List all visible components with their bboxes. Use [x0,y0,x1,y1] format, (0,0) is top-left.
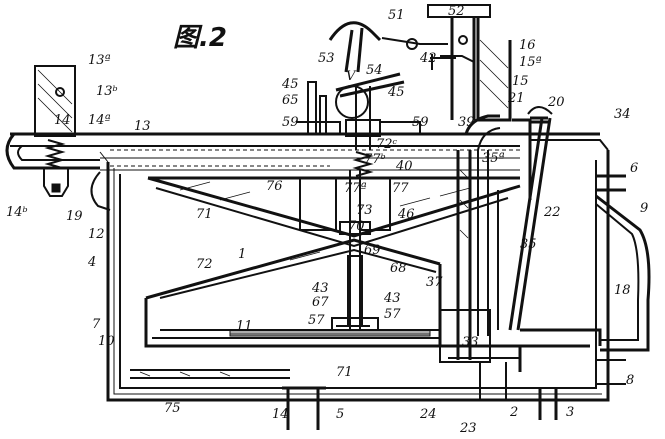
label-9: 9 [640,201,648,216]
label-39: 39 [458,115,475,130]
label-24: 24 [419,407,437,422]
label-14: 14 [54,113,71,128]
label-7: 7 [92,317,101,332]
lower-cone [144,238,441,320]
label-42: 42 [419,51,437,66]
label-54: 54 [366,63,383,78]
label-14a: 14ª [88,113,111,128]
label-43-left: 43 [311,281,329,296]
label-73: 73 [356,203,373,218]
label-1: 1 [238,247,246,262]
label-43-right: 43 [383,291,401,306]
label-14-bottom: 14 [272,407,289,422]
label-14b: 14ᵇ [6,205,28,220]
label-4: 4 [87,255,96,270]
label-37: 37 [426,275,443,290]
left-plate-posts [296,81,421,135]
label-65: 65 [282,93,299,108]
label-35: 35 [520,237,537,252]
right-side-pipes [520,174,651,420]
label-6: 6 [630,161,638,176]
label-76: 76 [266,179,283,194]
label-72c: 72ᶜ [376,137,398,152]
label-15: 15 [512,74,529,89]
label-3: 3 [566,405,574,420]
label-45-left: 45 [281,77,299,92]
figure-title: 图.2 [173,23,227,53]
label-77b: 77ᵇ [364,152,386,167]
label-46: 46 [397,207,415,222]
label-15a: 15ª [519,55,542,70]
label-67: 67 [312,295,329,310]
label-8: 8 [626,373,634,388]
reference-labels: 51 52 16 15ª 15 42 53 54 V 45 45 65 13ª … [6,4,648,436]
label-21: 21 [507,91,525,106]
label-70: 70 [348,219,365,234]
top-cover-plate [10,132,609,171]
label-69: 69 [364,243,381,258]
label-71-lower: 71 [336,365,353,380]
label-57-left: 57 [308,313,325,328]
label-53: 53 [318,51,335,66]
inlet-pipe-13 [5,65,111,211]
label-5: 5 [336,407,344,422]
label-12: 12 [88,227,105,242]
label-33: 33 [462,335,479,350]
inner-pan [144,264,442,348]
label-v: V [346,69,357,84]
bottom-drain [130,369,326,430]
label-11: 11 [236,319,253,334]
outer-casing [106,150,610,402]
label-2: 2 [509,405,518,420]
label-22: 22 [543,205,561,220]
label-77a: 77ª [344,181,367,196]
right-vertical-tubes [439,150,499,363]
elbow-assembly [464,106,553,331]
label-35a: 35ª [482,151,505,166]
label-52: 52 [448,4,465,19]
label-10: 10 [98,334,115,349]
label-34: 34 [614,107,631,122]
label-13a: 13ª [88,53,111,68]
label-68: 68 [390,261,407,276]
label-23: 23 [459,421,477,436]
label-51: 51 [388,8,405,23]
label-57-right: 57 [384,307,401,322]
label-75: 75 [164,401,181,416]
internal-channel-dashed [110,149,520,167]
label-20: 20 [547,95,565,110]
label-40: 40 [395,159,413,174]
label-13b: 13ᵇ [96,84,118,99]
label-19: 19 [66,209,83,224]
label-13: 13 [134,119,151,134]
central-tube [427,4,512,122]
label-59-left: 59 [282,115,299,130]
label-18: 18 [614,283,631,298]
label-16: 16 [519,38,536,53]
label-71-upper: 71 [196,207,213,222]
label-45-right: 45 [387,85,405,100]
label-77: 77 [392,181,409,196]
top-valve-assembly [328,21,456,177]
label-59-right: 59 [412,115,429,130]
label-72: 72 [196,257,213,272]
